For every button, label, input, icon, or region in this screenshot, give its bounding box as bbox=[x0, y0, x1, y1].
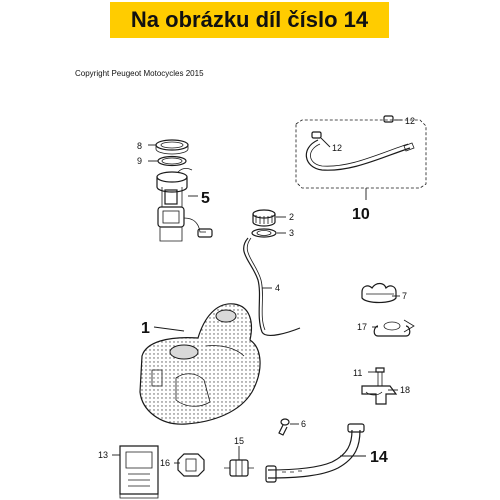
title-banner: Na obrázku díl číslo 14 bbox=[110, 2, 389, 38]
part-3-cap-gasket bbox=[251, 228, 277, 238]
part-7-clamp bbox=[361, 282, 397, 304]
callout-5: 5 bbox=[201, 190, 210, 207]
callout-9: 9 bbox=[137, 156, 142, 166]
leader-12b bbox=[320, 137, 331, 148]
part-10-hose-kit bbox=[295, 115, 427, 189]
callout-10: 10 bbox=[352, 206, 370, 223]
part-14-fuel-hose bbox=[265, 423, 365, 483]
callout-8: 8 bbox=[137, 141, 142, 151]
part-9-seal-ring bbox=[157, 155, 187, 167]
title-text: Na obrázku díl číslo 14 bbox=[130, 7, 369, 32]
leader-1 bbox=[153, 326, 185, 332]
part-15-fuel-filter bbox=[224, 459, 254, 477]
part-16-grommet bbox=[177, 453, 205, 477]
callout-16: 16 bbox=[160, 458, 170, 468]
callout-12b: 12 bbox=[332, 143, 342, 153]
callout-13: 13 bbox=[98, 450, 108, 460]
callout-4: 4 bbox=[275, 283, 280, 293]
part-1-fuel-tank bbox=[139, 303, 261, 425]
part-17-clamp bbox=[373, 319, 415, 337]
part-13-rubber-pad bbox=[119, 445, 159, 499]
part-6-screw bbox=[278, 418, 290, 436]
callout-11: 11 bbox=[353, 368, 362, 378]
callout-3: 3 bbox=[289, 228, 294, 238]
callout-18: 18 bbox=[400, 385, 410, 395]
part-18-bracket bbox=[361, 385, 398, 405]
part-11-bolt bbox=[375, 367, 385, 386]
callout-7: 7 bbox=[402, 291, 407, 301]
callout-12a: 12 bbox=[405, 116, 415, 126]
part-2-fuel-cap bbox=[252, 209, 276, 227]
copyright-text: Copyright Peugeot Motocycles 2015 bbox=[75, 69, 204, 78]
callout-17: 17 bbox=[357, 322, 367, 332]
part-4-breather-hose bbox=[243, 237, 301, 336]
part-8-locking-ring bbox=[155, 139, 189, 155]
part-5-fuel-pump bbox=[156, 168, 213, 242]
callout-15: 15 bbox=[234, 436, 244, 446]
callout-1: 1 bbox=[141, 320, 150, 337]
callout-14: 14 bbox=[370, 449, 388, 466]
callout-2: 2 bbox=[289, 212, 294, 222]
callout-6: 6 bbox=[301, 419, 306, 429]
